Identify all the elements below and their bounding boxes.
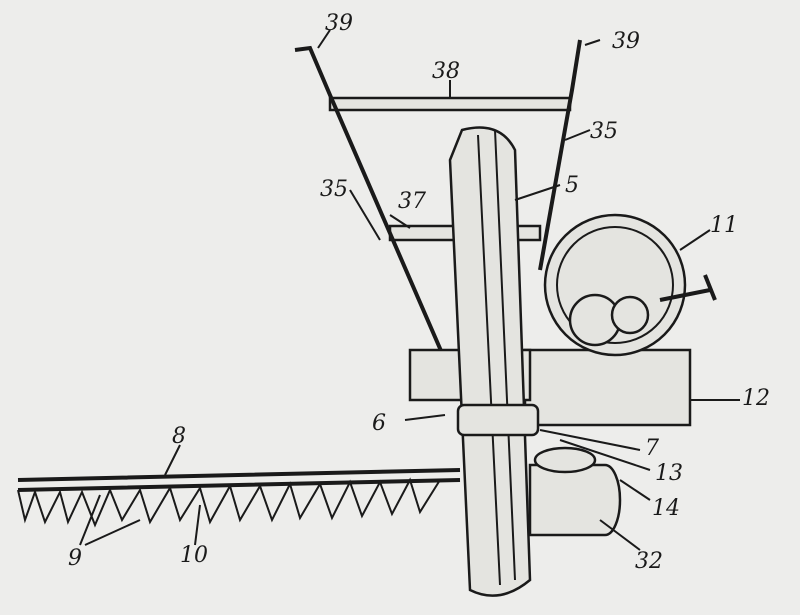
label-38: 38 [432, 59, 460, 84]
wheel-5 [448, 126, 540, 597]
label-35-right: 35 [590, 119, 618, 144]
label-5: 5 [565, 173, 579, 198]
label-9: 9 [68, 546, 82, 571]
handle-left [294, 45, 447, 361]
handle-right [538, 39, 582, 271]
label-6: 6 [372, 411, 386, 436]
label-7: 7 [645, 436, 659, 461]
label-11: 11 [710, 213, 738, 238]
label-14: 14 [652, 496, 680, 521]
label-39-right: 39 [612, 29, 640, 54]
label-12: 12 [742, 386, 770, 411]
label-8: 8 [172, 424, 186, 449]
cutter-bar [17, 468, 461, 528]
label-35-left: 35 [320, 177, 348, 202]
label-10: 10 [180, 543, 208, 568]
crossbar-38 [328, 96, 572, 112]
leader-lines [79, 29, 740, 551]
label-39-left: 39 [325, 11, 353, 36]
engine-11 [543, 213, 717, 357]
drum-32 [528, 446, 622, 537]
label-13: 13 [655, 461, 683, 486]
label-32: 32 [635, 549, 663, 574]
label-37: 37 [398, 189, 426, 214]
box-12 [523, 348, 692, 427]
